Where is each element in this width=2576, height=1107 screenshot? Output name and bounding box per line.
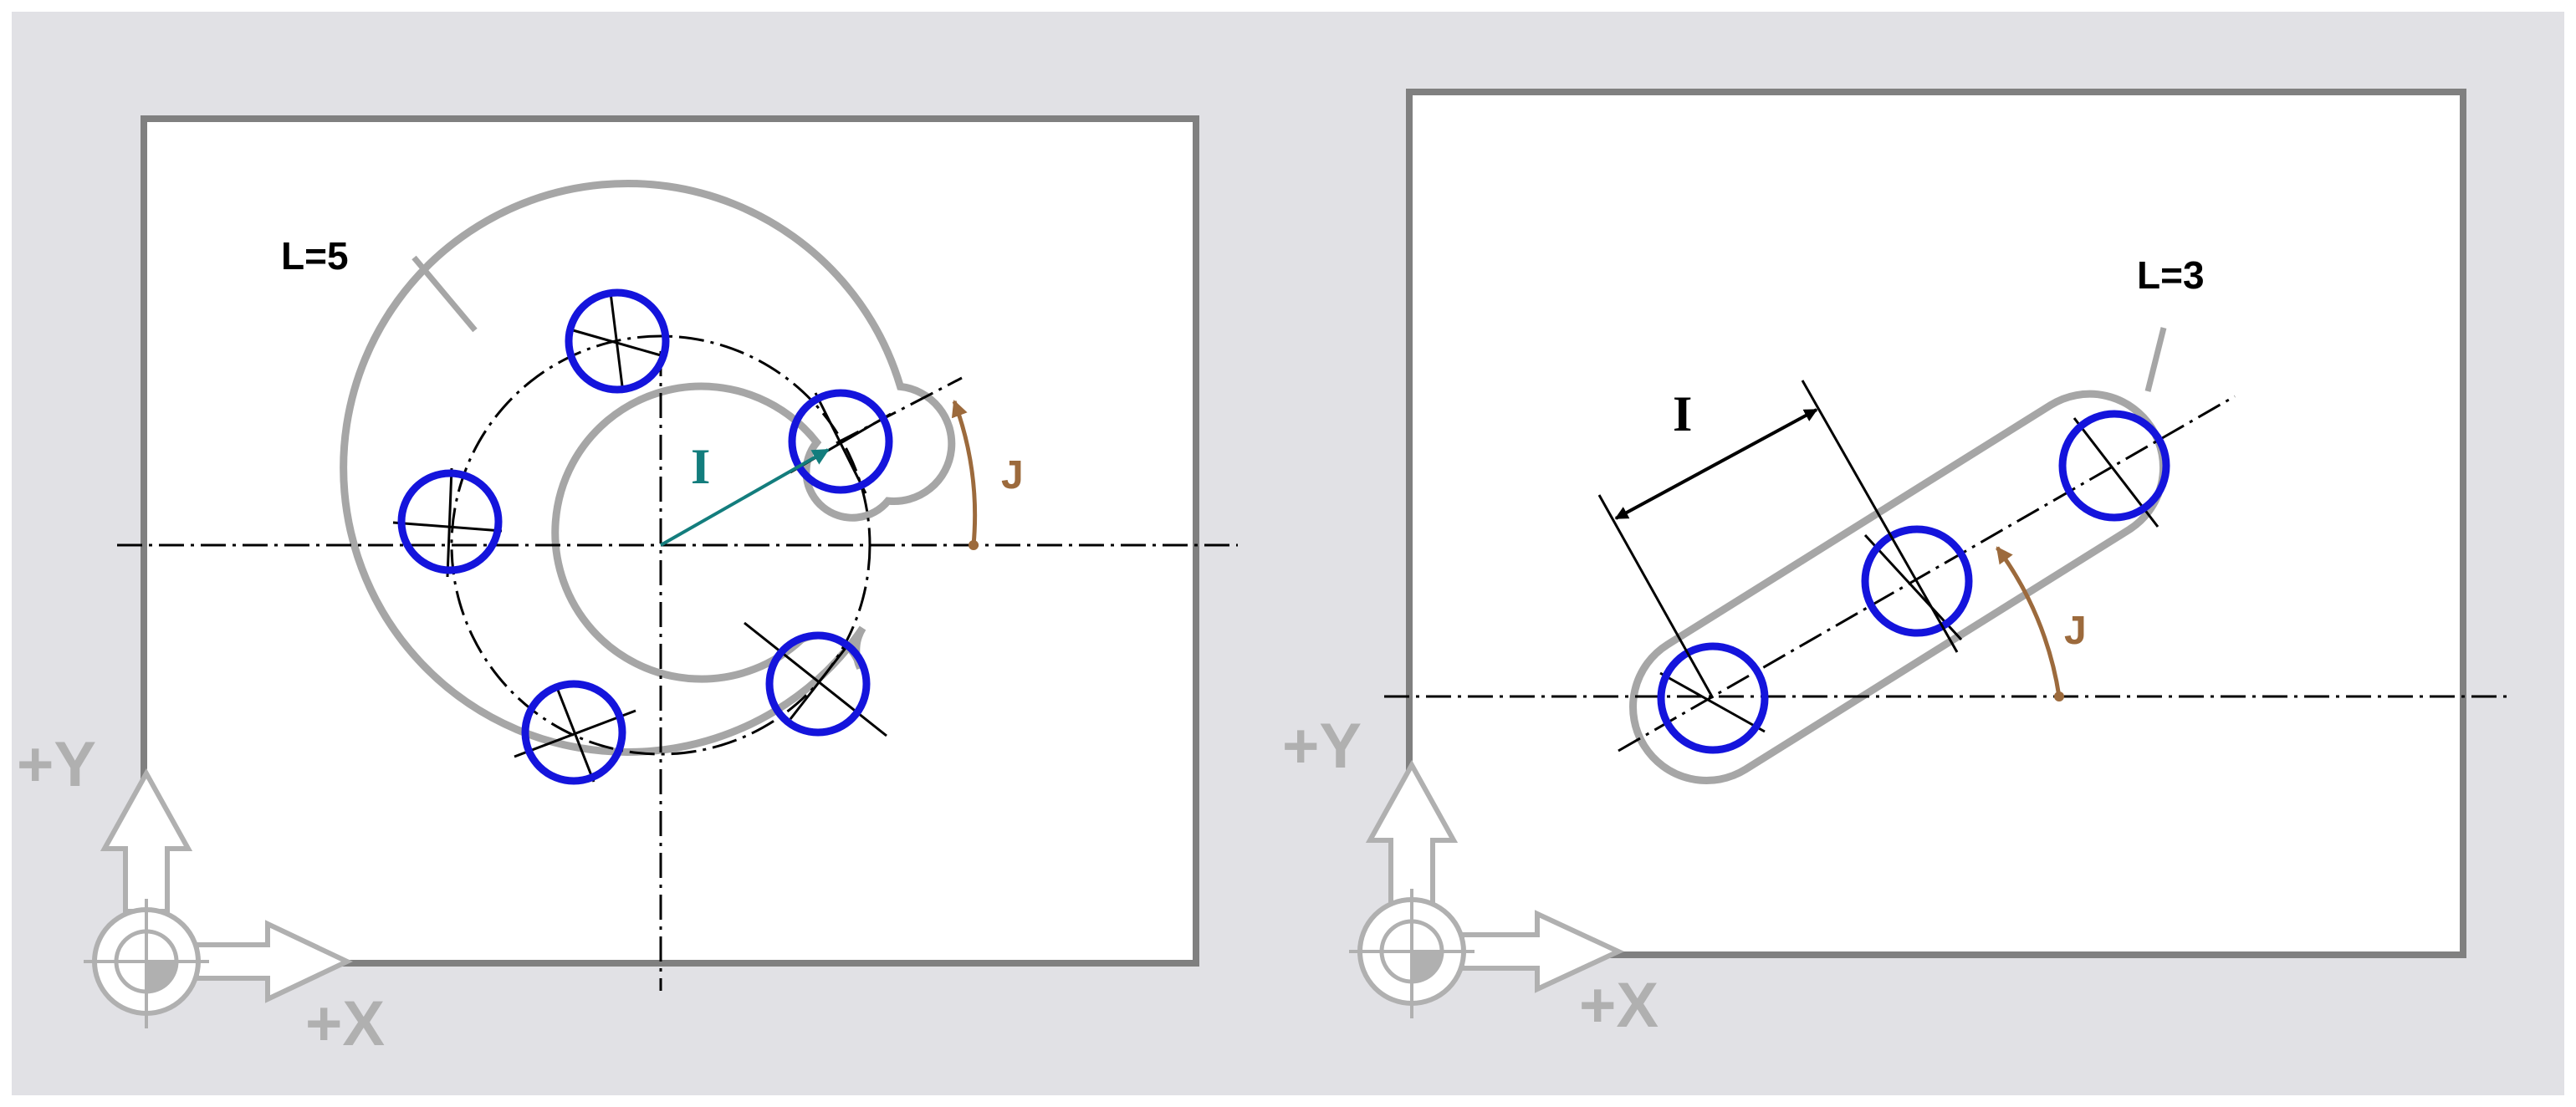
right-y-arrow [1365, 759, 1459, 905]
right-angle-origin-dot [2054, 691, 2064, 701]
left-panel-circular-pattern: L=5 I J +Y +X [17, 115, 1238, 1059]
right-angle-arrow [1995, 546, 2062, 697]
right-y-axis-label: +Y [1282, 711, 1362, 782]
right-origin-quadrant [1412, 951, 1442, 982]
right-hole-2 [1861, 525, 1973, 641]
right-workpiece [1406, 89, 2466, 958]
right-pitch-ext-line-1 [1597, 494, 1715, 699]
left-origin-quadrant [146, 962, 176, 992]
right-count-leader [2144, 327, 2167, 392]
left-count-leader [411, 255, 478, 333]
left-y-axis-label: +Y [17, 729, 96, 800]
left-hole-4 [514, 680, 636, 785]
right-panel-linear-pattern: I L=3 J +Y +X [1282, 89, 2509, 1041]
left-x-axis-label: +X [305, 988, 385, 1059]
left-angle-origin-dot [969, 540, 979, 550]
left-pitch-label: I [691, 439, 710, 494]
right-pattern-axis [1618, 395, 2236, 752]
left-count-label: L=5 [281, 234, 349, 278]
right-angle-label: J [2064, 609, 2087, 653]
left-hole-3 [392, 467, 503, 578]
left-pitch-arrow [660, 448, 830, 547]
left-angle-arrow [951, 400, 978, 546]
left-pitch-circle [450, 334, 871, 756]
right-hole-1 [1657, 642, 1769, 754]
right-centerlines [1384, 395, 2509, 752]
left-hole-5 [744, 621, 887, 737]
right-x-axis-label: +X [1579, 970, 1659, 1041]
right-pitch-ext-line-2 [1801, 380, 1959, 653]
right-axis-symbol: +Y +X [1282, 711, 1659, 1041]
left-axis-symbol: +Y +X [17, 729, 385, 1059]
right-pitch-label: I [1673, 386, 1692, 441]
right-count-label: L=3 [2137, 253, 2205, 297]
right-hole-3 [2058, 410, 2170, 528]
right-pitch-dimension-arrow [1614, 408, 1818, 520]
left-angle-label: J [1001, 453, 1024, 497]
right-x-arrow [1459, 910, 1625, 993]
left-hole-2 [565, 288, 670, 394]
left-x-arrow [194, 920, 354, 1003]
right-holes [1657, 410, 2170, 754]
right-slot-outline [1629, 390, 2167, 784]
left-y-arrow [100, 768, 193, 914]
